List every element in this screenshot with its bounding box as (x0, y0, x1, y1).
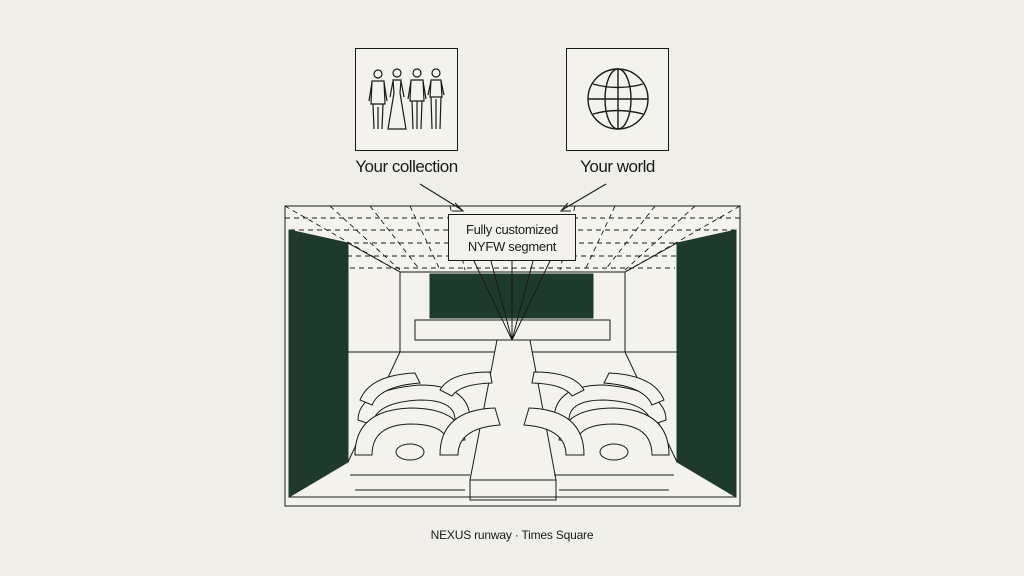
right-screen (676, 229, 737, 498)
globe-icon (587, 68, 649, 130)
callout-line-1: Fully customized (465, 221, 558, 237)
customized-segment-callout: Fully customized NYFW segment (448, 214, 576, 261)
world-panel (566, 48, 669, 151)
fashion-figures-icon (368, 68, 445, 130)
venue-caption: NEXUS runway · Times Square (430, 528, 594, 542)
left-screen (288, 229, 349, 498)
world-label: Your world (580, 157, 655, 176)
collection-label: Your collection (355, 157, 458, 176)
callout-line-2: NYFW segment (467, 238, 557, 254)
collection-panel (355, 48, 458, 151)
